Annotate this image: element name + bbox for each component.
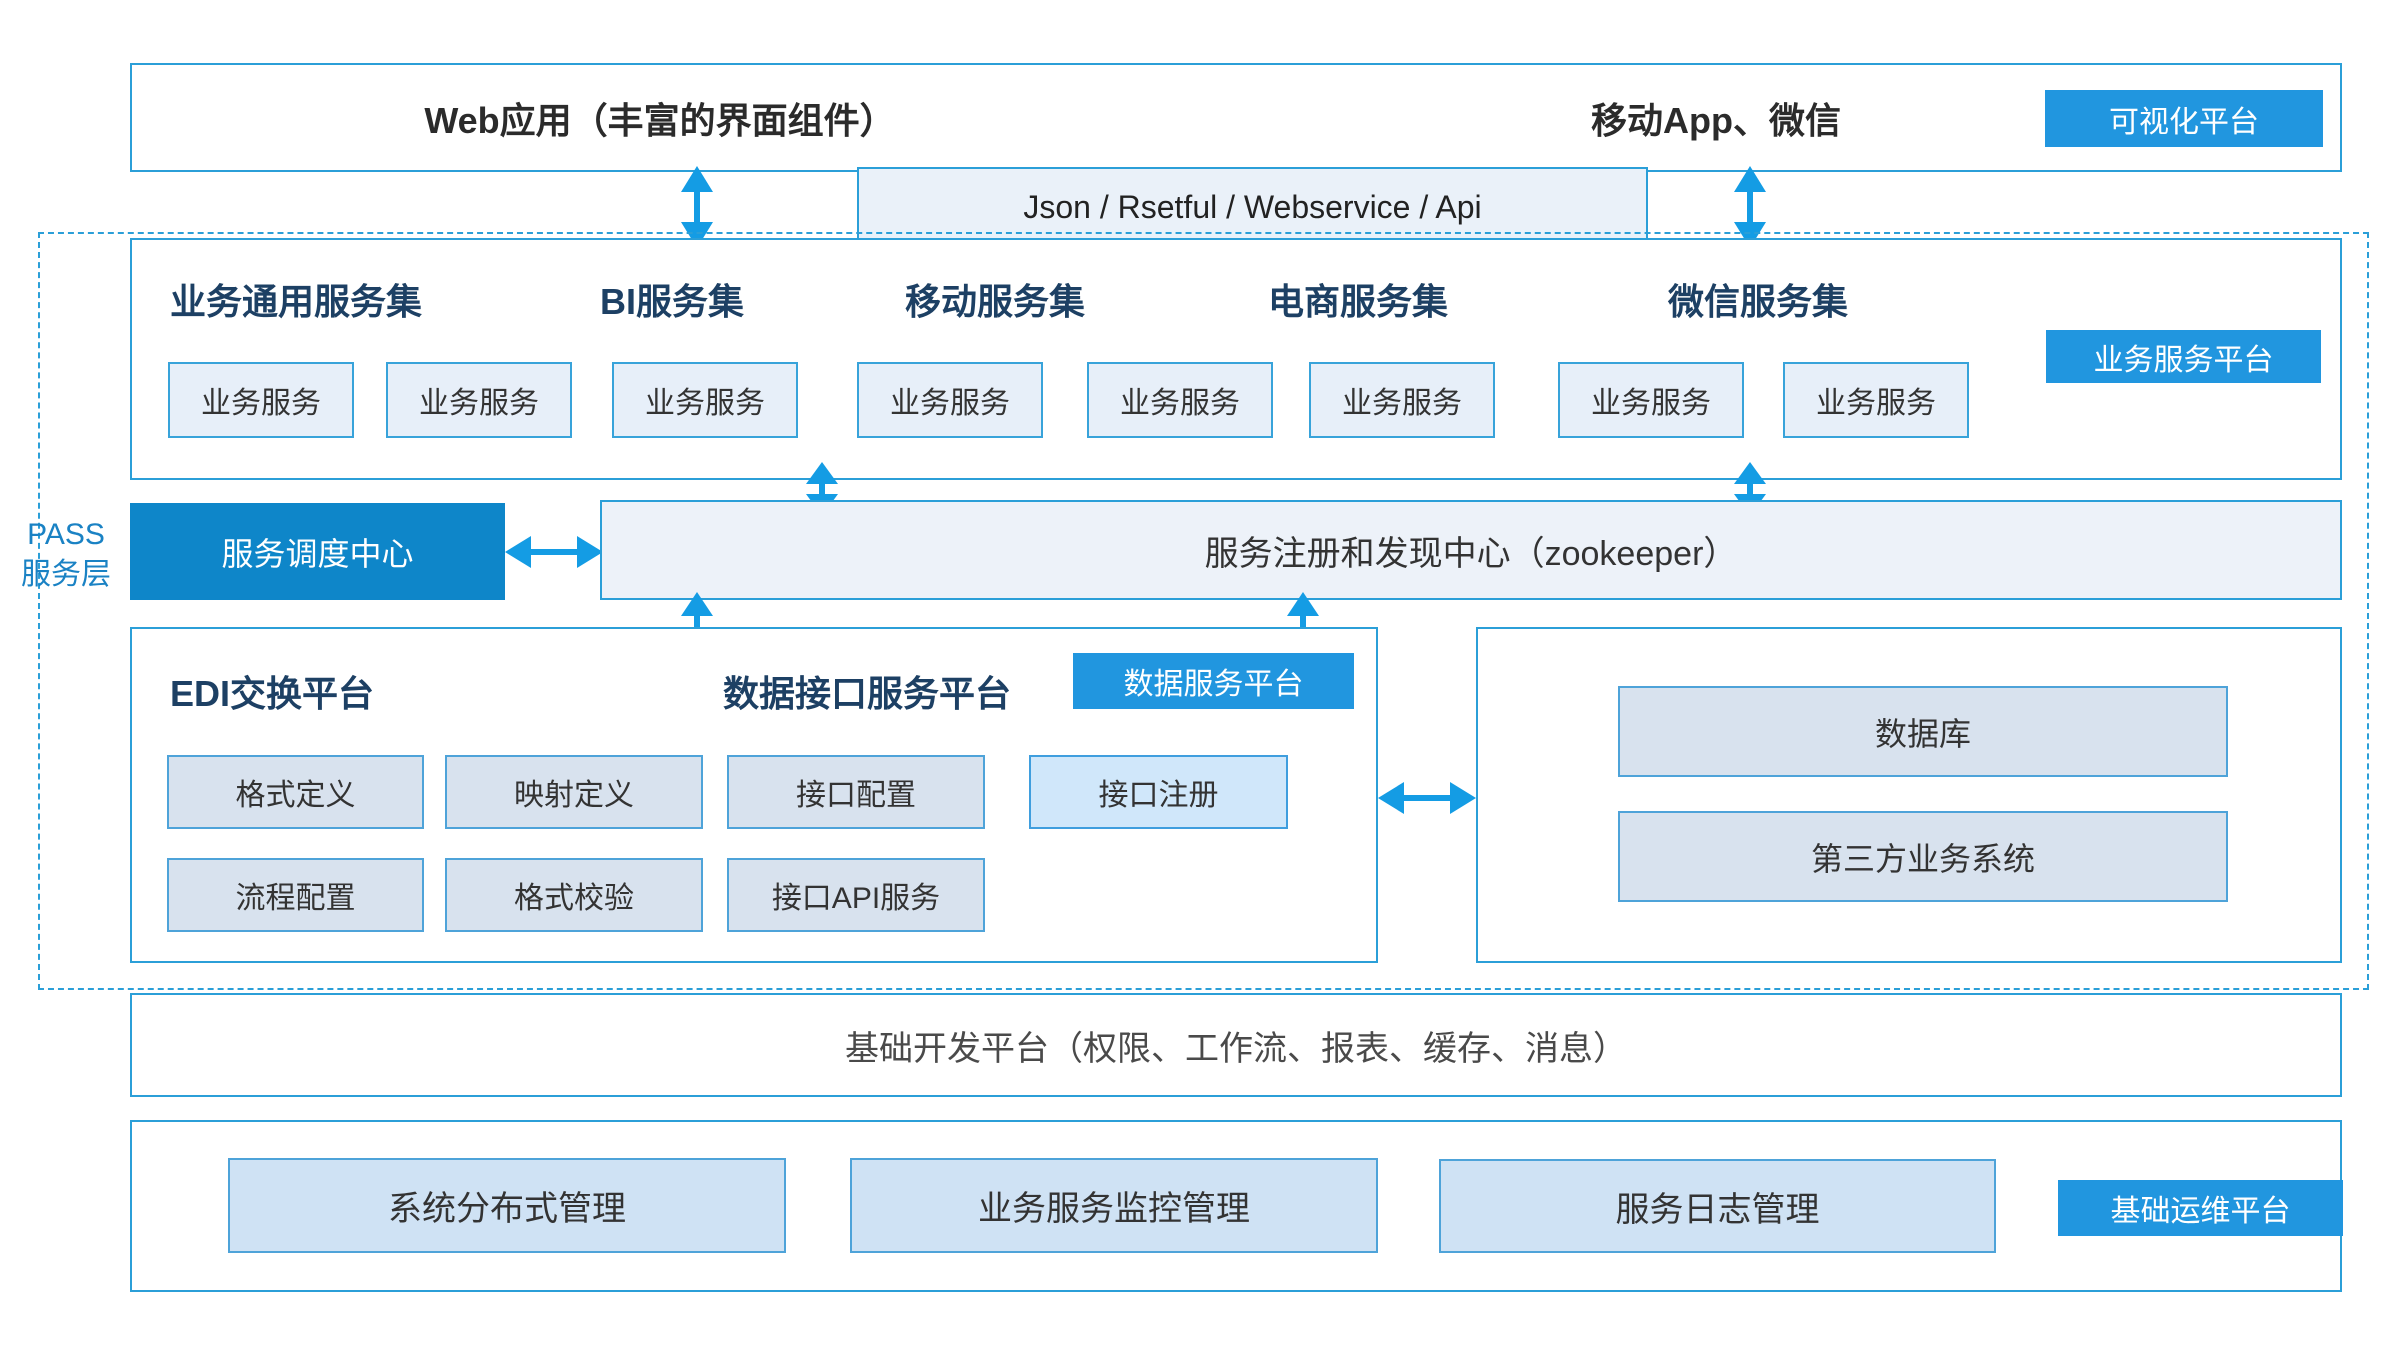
third-party-system-box: 第三方业务系统 [1618,811,2228,902]
interface-registration-box: 接口注册 [1029,755,1288,829]
visualization-platform-badge: 可视化平台 [2045,90,2323,147]
double-arrow-horizontal-icon [505,536,603,568]
group-title-bi-services: BI服务集 [600,281,745,322]
group-title-common-services: 业务通用服务集 [170,281,423,322]
group-title-mobile-services: 移动服务集 [905,281,1086,322]
base-operations-platform-badge: 基础运维平台 [2058,1180,2343,1236]
pass-layer-label: PASS 服务层 [12,515,120,595]
service-registry-discovery-bar: 服务注册和发现中心（zookeeper） [600,500,2342,600]
double-arrow-horizontal-icon [1378,782,1476,814]
group-title-ecommerce-services: 电商服务集 [1268,281,1449,322]
business-service-box: 业务服务 [168,362,354,438]
service-log-management-box: 服务日志管理 [1439,1159,1996,1253]
double-arrow-vertical-icon [681,166,713,248]
interface-api-service-box: 接口API服务 [727,858,985,932]
database-box: 数据库 [1618,686,2228,777]
business-service-box: 业务服务 [857,362,1043,438]
pass-layer-label-line2: 服务层 [21,558,111,591]
data-interface-platform-title: 数据接口服务平台 [723,673,1012,714]
client-layer-box [130,63,2342,172]
data-service-platform-badge: 数据服务平台 [1073,653,1354,709]
base-development-platform-bar: 基础开发平台（权限、工作流、报表、缓存、消息） [130,993,2342,1097]
business-service-box: 业务服务 [1558,362,1744,438]
service-scheduling-center-box: 服务调度中心 [130,503,505,600]
pass-layer-label-line1: PASS [27,518,105,551]
process-config-box: 流程配置 [167,858,424,932]
pass-layer-dashed-container [38,232,2369,990]
web-app-label: Web应用（丰富的界面组件） [424,99,896,141]
external-systems-box [1476,627,2342,963]
format-definition-box: 格式定义 [167,755,424,829]
business-service-box: 业务服务 [1783,362,1969,438]
format-validation-box: 格式校验 [445,858,703,932]
mapping-definition-box: 映射定义 [445,755,703,829]
business-service-box: 业务服务 [612,362,798,438]
edi-platform-title: EDI交换平台 [170,673,375,714]
business-service-box: 业务服务 [1087,362,1273,438]
business-services-box [130,238,2342,480]
interface-config-box: 接口配置 [727,755,985,829]
business-service-platform-badge: 业务服务平台 [2046,330,2321,383]
mobile-app-label: 移动App、微信 [1591,99,1841,141]
double-arrow-vertical-icon [1734,166,1766,248]
business-service-box: 业务服务 [1309,362,1495,438]
distributed-management-box: 系统分布式管理 [228,1158,786,1253]
group-title-wechat-services: 微信服务集 [1668,281,1849,322]
business-service-box: 业务服务 [386,362,572,438]
service-monitoring-box: 业务服务监控管理 [850,1158,1378,1253]
